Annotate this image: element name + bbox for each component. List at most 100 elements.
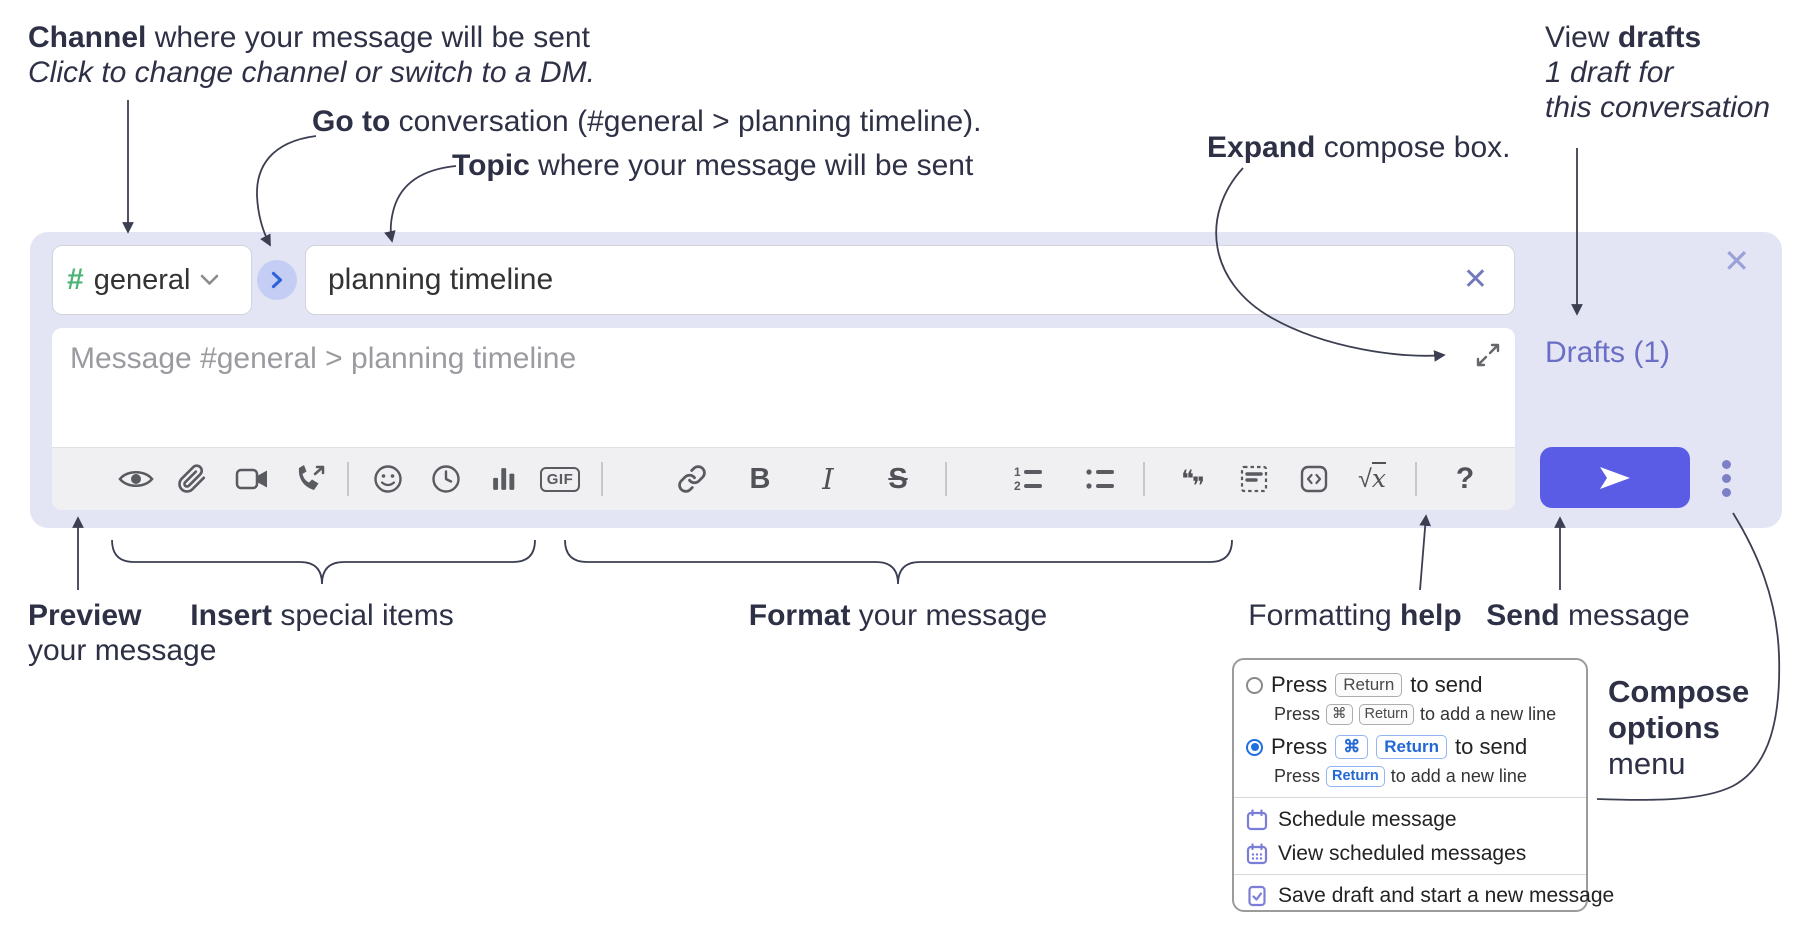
clear-topic-icon[interactable]: ✕	[1462, 263, 1488, 296]
video-call-button[interactable]	[229, 448, 275, 510]
preview-annotation: Preview your message	[28, 599, 217, 667]
view-drafts-annotation: View drafts 1 draft for this conversatio…	[1545, 21, 1771, 124]
bulleted-list-button[interactable]	[1077, 448, 1123, 510]
gif-button[interactable]: GIF	[537, 448, 583, 510]
insert-annotation: Insert special items	[190, 599, 454, 632]
toolbar-divider	[347, 462, 349, 496]
attach-file-button[interactable]	[169, 448, 215, 510]
save-draft-item[interactable]: Save draft and start a new message	[1246, 884, 1614, 908]
bar-chart-icon	[493, 468, 515, 490]
bold-icon: B	[749, 462, 771, 495]
document-check-icon	[1248, 885, 1266, 907]
cmd-enter-sends-subtext: Press Return to add a new line	[1274, 766, 1527, 787]
go-to-conversation-button[interactable]	[257, 260, 297, 300]
topic-annotation: Topic where your message will be sent	[452, 149, 974, 182]
spoiler-button[interactable]	[1231, 448, 1277, 510]
italic-icon: I	[822, 462, 834, 496]
goto-annotation: Go to conversation (#general > planning …	[312, 105, 982, 138]
topic-field: ✕	[305, 245, 1515, 315]
expand-compose-icon[interactable]	[1475, 342, 1501, 373]
quote-button[interactable]: ❝❞	[1169, 448, 1215, 510]
paperclip-icon	[178, 464, 206, 493]
italic-button[interactable]: I	[805, 448, 851, 510]
send-button[interactable]	[1540, 447, 1690, 508]
video-camera-icon	[235, 468, 267, 490]
smiley-icon	[374, 465, 402, 493]
channel-annotation-rest: where your message will be sent	[146, 21, 590, 54]
compose-options-menu: Press Return to send Press ⌘ Return to a…	[1232, 658, 1614, 912]
strikethrough-button[interactable]: S	[875, 448, 921, 510]
chevron-right-icon	[271, 271, 283, 289]
time-button[interactable]	[423, 448, 469, 510]
send-icon	[1600, 466, 1630, 489]
dot-icon	[1721, 487, 1731, 497]
code-icon	[1300, 465, 1328, 493]
numbered-list-icon: 1 2	[1014, 465, 1042, 493]
view-scheduled-messages-item[interactable]: View scheduled messages	[1246, 842, 1526, 866]
dot-icon	[1721, 473, 1731, 483]
enter-sends-option[interactable]: Press Return to send	[1246, 672, 1482, 698]
schedule-message-item[interactable]: Schedule message	[1246, 808, 1457, 832]
drafts-link[interactable]: Drafts (1)	[1545, 336, 1671, 369]
bold-button[interactable]: B	[737, 448, 783, 510]
calendar-icon	[1246, 809, 1268, 831]
math-icon: √x	[1358, 462, 1386, 493]
quote-icon: ❝❞	[1181, 465, 1205, 500]
compose-options-button[interactable]	[1714, 454, 1738, 502]
channel-selector[interactable]: # general	[52, 245, 252, 315]
svg-text:1: 1	[1014, 465, 1021, 479]
cmd-key: ⌘	[1326, 704, 1353, 725]
enter-sends-subtext: Press ⌘ Return to add a new line	[1274, 704, 1557, 725]
svg-text:2: 2	[1014, 479, 1021, 493]
message-input[interactable]	[68, 340, 1452, 444]
return-key: Return	[1335, 673, 1403, 697]
return-key: Return	[1376, 735, 1448, 759]
voice-call-button[interactable]	[287, 448, 333, 510]
compose-options-annotation: Compose options menu	[1608, 674, 1750, 781]
link-button[interactable]	[669, 448, 715, 510]
toolbar-divider	[1143, 462, 1145, 496]
formatting-help-annotation: Formatting help	[1248, 599, 1462, 632]
phone-call-icon	[298, 465, 325, 490]
topic-input[interactable]	[326, 246, 1450, 314]
code-button[interactable]	[1291, 448, 1337, 510]
menu-divider	[1234, 874, 1586, 875]
dot-icon	[1721, 459, 1731, 469]
channel-hash-icon: #	[67, 263, 84, 296]
message-area: GIF B I S	[52, 328, 1515, 510]
numbered-list-button[interactable]: 1 2	[1005, 448, 1051, 510]
link-icon	[678, 465, 706, 493]
poll-button[interactable]	[481, 448, 527, 510]
channel-annotation-bold: Channel	[28, 21, 147, 54]
gif-icon: GIF	[539, 466, 581, 492]
channel-annotation-sub: Click to change channel or switch to a D…	[28, 56, 595, 89]
return-key: Return	[1326, 766, 1385, 787]
menu-divider	[1234, 797, 1586, 798]
chevron-down-icon	[201, 274, 219, 285]
cmd-key: ⌘	[1335, 735, 1369, 759]
toolbar-divider	[1415, 462, 1417, 496]
strikethrough-icon: S	[888, 462, 908, 495]
formatting-help-button[interactable]: ?	[1442, 448, 1488, 510]
question-mark-icon: ?	[1455, 462, 1475, 495]
compose-toolbar: GIF B I S	[52, 447, 1515, 510]
spoiler-icon	[1240, 465, 1268, 493]
preview-button[interactable]	[113, 448, 159, 510]
math-button[interactable]: √x	[1349, 448, 1395, 510]
eye-icon	[118, 470, 154, 488]
channel-annotation: Channel where your message will be sent …	[28, 20, 595, 90]
emoji-button[interactable]	[365, 448, 411, 510]
radio-selected-icon[interactable]	[1246, 738, 1263, 756]
channel-name: general	[93, 263, 191, 296]
radio-unselected-icon[interactable]	[1246, 676, 1263, 694]
expand-annotation: Expand compose box.	[1207, 131, 1511, 164]
toolbar-divider	[601, 462, 603, 496]
toolbar-divider	[945, 462, 947, 496]
cmd-enter-sends-option[interactable]: Press ⌘ Return to send	[1246, 734, 1527, 760]
compose-box: ✕ # general ✕	[30, 232, 1782, 528]
return-key: Return	[1358, 704, 1415, 725]
calendar-list-icon	[1246, 843, 1268, 865]
close-compose-icon[interactable]: ✕	[1723, 243, 1750, 279]
format-annotation: Format your message	[748, 599, 1048, 632]
